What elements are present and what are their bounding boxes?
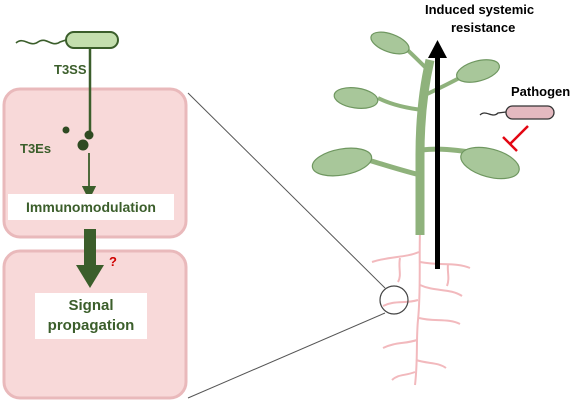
plant-icon: [311, 31, 520, 235]
signal-label-line2: propagation: [47, 317, 135, 334]
inhibition-icon: [502, 125, 529, 152]
pathogen-label: Pathogen: [511, 84, 571, 99]
plant-roots: [371, 231, 471, 386]
pathogen-bacterium-icon: [479, 105, 555, 120]
t3es-label: T3Es: [20, 141, 52, 156]
isr-arrow: [428, 40, 447, 269]
signal-label-line1: Signal: [68, 297, 114, 314]
zoom-line-bottom: [187, 312, 386, 399]
zoom-circle: [379, 285, 409, 315]
thick-arrow-down: [76, 229, 104, 288]
zoom-line-top: [187, 92, 386, 289]
signal-propagation-box: Signal propagation: [35, 293, 147, 339]
isr-label-line1: Induced systemic: [425, 2, 535, 17]
immunomodulation-label: Immunomodulation: [26, 199, 156, 215]
t3ss-label: T3SS: [54, 62, 87, 77]
isr-label-line2: resistance: [451, 20, 516, 35]
t3es-dots: [62, 126, 94, 151]
beneficial-bacterium-icon: [15, 31, 119, 49]
question-mark: ?: [109, 254, 117, 269]
immunomodulation-box: Immunomodulation: [8, 194, 174, 220]
